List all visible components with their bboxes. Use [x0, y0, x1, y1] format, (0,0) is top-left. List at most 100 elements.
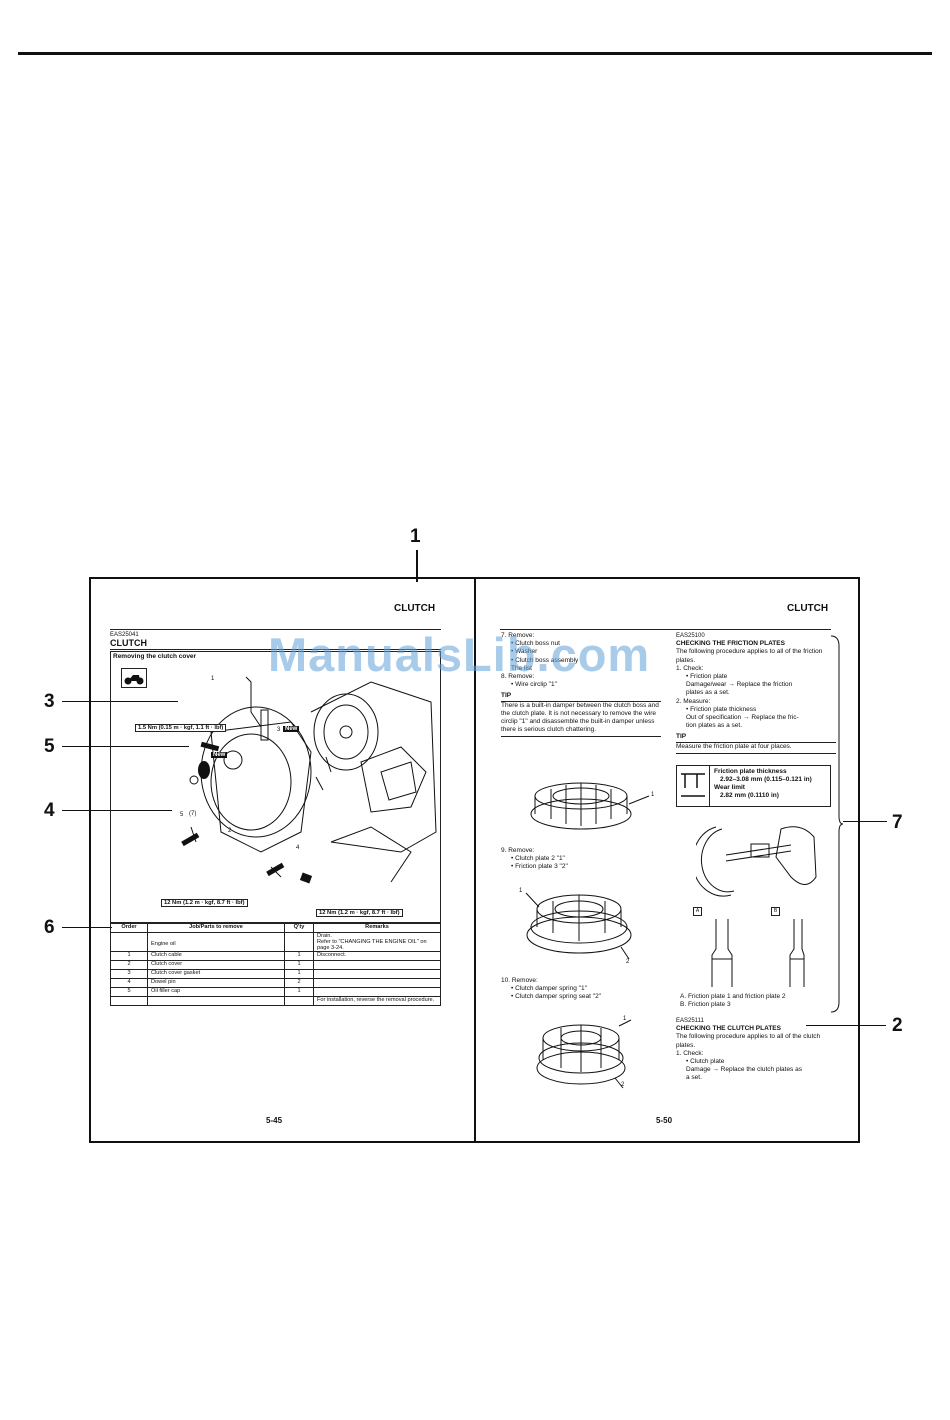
intro-clutch: The following procedure applies to all o…	[676, 1033, 821, 1049]
step-10-item: • Clutch damper spring "1"	[511, 985, 587, 993]
measure-2: 2. Measure:	[676, 697, 711, 705]
callout-5: 5	[44, 736, 55, 757]
intro-friction: The following procedure applies to all o…	[676, 648, 823, 664]
col2-code-2: EAS25111	[676, 1018, 704, 1024]
diagram-section-title: Removing the clutch cover	[113, 653, 197, 660]
left-header-rule	[110, 629, 441, 630]
step-8: 8. Remove:	[501, 673, 535, 681]
left-title: CLUTCH	[110, 638, 147, 648]
table-cell: For installation, reverse the removal pr…	[313, 996, 441, 1006]
table-cell: Disconnect.	[313, 951, 441, 961]
tip-2-text: Measure the friction plate at four place…	[676, 743, 836, 754]
measure-item: Out of specification → Replace the fric-	[686, 714, 799, 722]
motorcycle-icon	[121, 668, 147, 688]
callout-7: 7	[892, 812, 903, 833]
callout-6: 6	[44, 917, 55, 938]
table-cell: 1	[284, 987, 314, 997]
callout-7-arrow	[843, 821, 887, 822]
left-page-number: 5-45	[266, 1116, 283, 1125]
step-9-item: • Clutch plate 2 "1"	[511, 855, 565, 863]
figure-captions: A. Friction plate 1 and friction plate 2…	[680, 993, 840, 1009]
label-2: 2	[228, 828, 232, 834]
caliper-measurement-figure	[696, 826, 817, 897]
new-badge-1: New	[283, 726, 300, 732]
table-header: Remarks	[313, 923, 441, 933]
callout-3-arrow	[62, 701, 178, 702]
spec-box: Friction plate thickness 2.92–3.08 mm (0…	[676, 765, 831, 807]
step-7-item: • Clutch boss nut	[511, 640, 560, 648]
friction-plate-profiles	[711, 919, 805, 987]
callout-4-arrow	[62, 810, 172, 811]
wear-value: 2.82 mm (0.1110 in)	[720, 792, 779, 799]
measure-item: tion plates as a set.	[686, 722, 743, 730]
table-cell	[313, 978, 441, 988]
table-cell: 5	[110, 987, 148, 997]
fig1-label-1: 1	[651, 792, 655, 798]
table-header: Order	[110, 923, 148, 933]
right-col1: 7. Remove: • Clutch boss nut • Washer • …	[501, 632, 661, 738]
table-row: For installation, reverse the removal pr…	[110, 996, 441, 1006]
spec-value: 2.92–3.08 mm (0.115–0.121 in)	[720, 776, 812, 783]
left-title-rule	[110, 649, 441, 650]
table-cell: Clutch cover gasket	[147, 969, 285, 979]
caption-a: A. Friction plate 1 and friction plate 2	[680, 993, 786, 1000]
callout-6-arrow	[62, 927, 112, 928]
table-cell: 1	[284, 951, 314, 961]
wear-title: Wear limit	[714, 784, 745, 791]
callout-1: 1	[410, 526, 421, 547]
table-cell	[313, 969, 441, 979]
check-1-item: plates as a set.	[686, 689, 730, 697]
table-cell: Engine oil	[147, 932, 285, 952]
table-cell: 1	[110, 951, 148, 961]
caption-b: B. Friction plate 3	[680, 1001, 731, 1009]
step-9-item: • Friction plate 3 "2"	[511, 863, 568, 871]
table-cell: Dowel pin	[147, 978, 285, 988]
clutch-plate-figure-2	[525, 892, 632, 960]
table-header: Job/Parts to remove	[147, 923, 285, 933]
torque-spec-2: 12 Nm (1.2 m · kgf, 8.7 ft · lbf)	[161, 899, 248, 907]
torque-spec-1: 1.5 Nm (0.15 m · kgf, 1.1 ft · lbf)	[135, 724, 227, 732]
left-page-header: CLUTCH	[394, 603, 436, 614]
table-cell	[110, 932, 148, 952]
callout-2: 2	[892, 1015, 903, 1036]
label-3: 3	[277, 727, 281, 733]
check-2: 1. Check:	[676, 1049, 704, 1057]
fig2-label-1: 1	[519, 888, 523, 894]
table-cell: 1	[284, 969, 314, 979]
new-badge-2: New	[211, 752, 228, 758]
table-cell: 1	[284, 960, 314, 970]
fig3-label-1: 1	[623, 1016, 627, 1022]
tip-1-text: There is a built-in damper between the c…	[501, 702, 661, 738]
table-cell: 2	[284, 978, 314, 988]
table-cell: 2	[110, 960, 148, 970]
table-cell	[147, 996, 285, 1006]
callout-5-arrow	[62, 746, 189, 747]
table-cell: Oil filler cap	[147, 987, 285, 997]
table-cell: Clutch cable	[147, 951, 285, 961]
top-rule	[18, 52, 932, 55]
step-7-item: The list	[511, 664, 532, 672]
spec-title: Friction plate thickness	[714, 768, 787, 775]
caliper-icon	[677, 766, 710, 806]
table-header: Q'ty	[284, 923, 314, 933]
heading-checking-clutch-plates: CHECKING THE CLUTCH PLATES	[676, 1025, 781, 1033]
fig3-label-2: 2	[621, 1082, 625, 1088]
step-10: 10. Remove:	[501, 977, 538, 984]
bracket-7	[830, 635, 843, 1013]
check-1: 1. Check:	[676, 664, 704, 672]
parts-table: Order Job/Parts to remove Q'ty Remarks E…	[110, 923, 441, 1006]
table-cell: Drain. Refer to "CHANGING THE ENGINE OIL…	[313, 932, 441, 952]
fig2-label-2: 2	[626, 959, 630, 965]
diagram-frame: Removing the clutch cover	[110, 651, 441, 923]
torque-spec-3: 12 Nm (1.2 m · kgf, 8.7 ft · lbf)	[316, 909, 403, 917]
clutch-damper-figure-3	[536, 1019, 632, 1089]
check-2-item: Damage → Replace the clutch plates as	[686, 1066, 802, 1074]
right-col2: EAS25100 CHECKING THE FRICTION PLATES Th…	[676, 632, 836, 754]
clutch-boss-figure-1	[530, 782, 650, 830]
step-9-block: 9. Remove: • Clutch plate 2 "1" • Fricti…	[501, 847, 661, 872]
tip-1-label: TIP	[501, 692, 661, 702]
